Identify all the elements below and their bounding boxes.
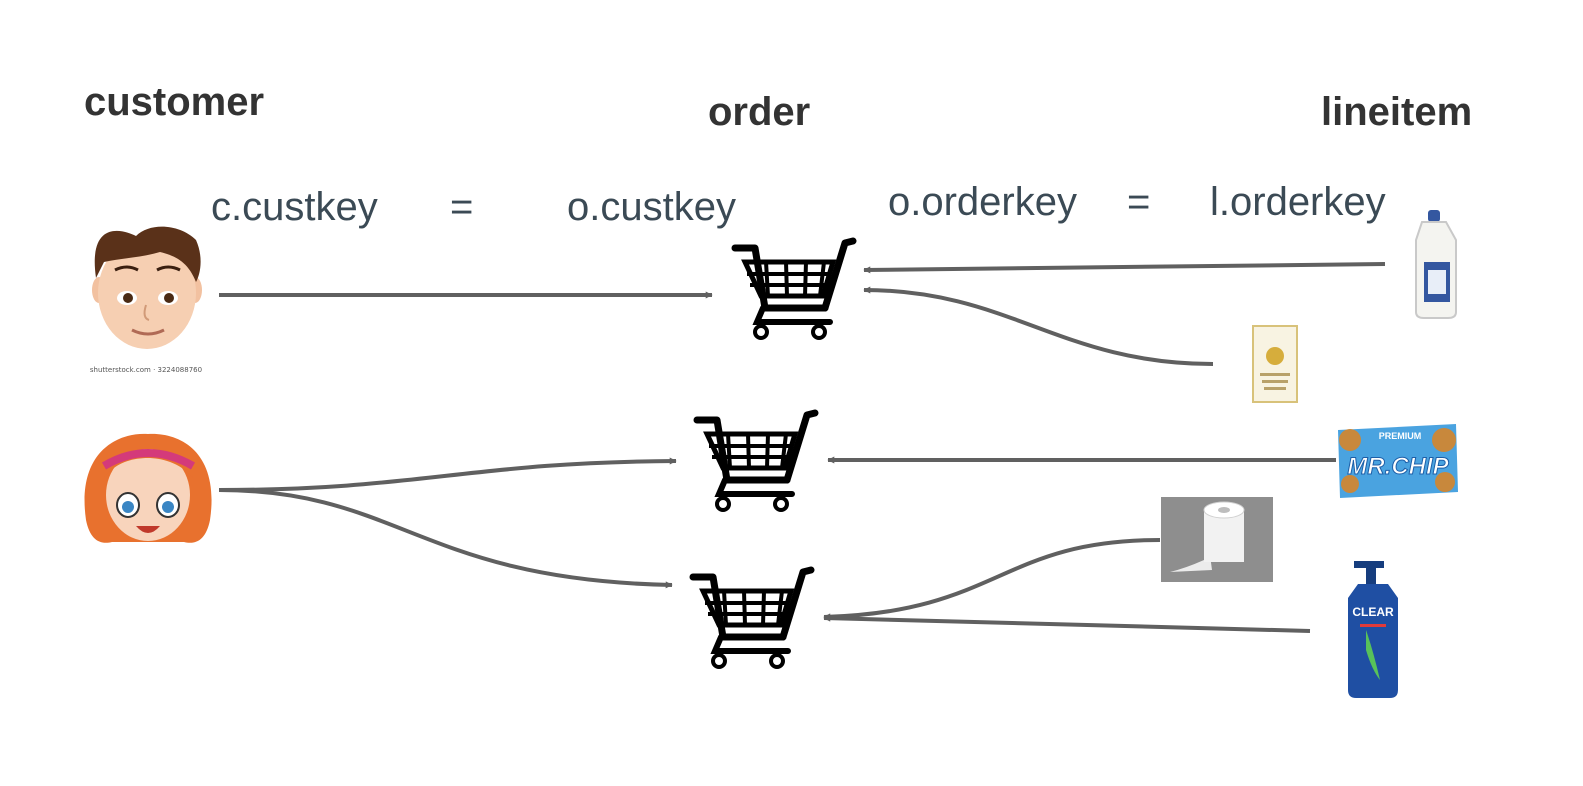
order-orderkey-label: o.orderkey <box>888 180 1077 224</box>
arrow-cigarettes-order1 <box>863 286 1214 366</box>
lineitem-title: lineitem <box>1321 90 1473 134</box>
cigarette-pack-icon <box>1252 325 1298 403</box>
lineitem-order-arrows <box>823 262 1386 633</box>
customer-order-arrows <box>218 291 713 589</box>
arrow-customer2-order2 <box>218 457 677 492</box>
girl-avatar-icon <box>84 433 212 543</box>
customer-key-label: c.custkey <box>211 185 378 229</box>
equals-sign: = <box>450 185 474 229</box>
arrow-milk-order1 <box>863 262 1386 274</box>
product-label: MR.CHIP <box>1347 453 1449 480</box>
cookie-bag-icon: PREMIUM MR.CHIP <box>1338 424 1458 498</box>
milk-jug-icon <box>1415 210 1457 319</box>
shopping-cart-icon <box>735 241 853 338</box>
order-title: order <box>708 90 811 134</box>
toilet-paper-icon <box>1161 497 1273 582</box>
lineitem-orderkey-label: l.orderkey <box>1210 180 1386 224</box>
arrow-customer2-order3 <box>218 488 673 589</box>
boy-avatar-icon: shutterstock.com · 3224088760 <box>90 226 202 374</box>
shopping-cart-icon <box>697 413 815 510</box>
shampoo-bottle-icon: CLEAR <box>1348 561 1398 698</box>
image-credit: shutterstock.com · 3224088760 <box>90 366 202 374</box>
product-label: CLEAR <box>1352 605 1394 619</box>
arrow-shampoo-order3 <box>823 614 1311 633</box>
product-sublabel: PREMIUM <box>1379 431 1422 441</box>
order-custkey-label: o.custkey <box>567 185 736 229</box>
equals-sign: = <box>1127 180 1151 224</box>
customer-title: customer <box>84 80 265 124</box>
shopping-cart-icon <box>693 570 811 667</box>
arrow-tissue-order3 <box>823 538 1161 621</box>
